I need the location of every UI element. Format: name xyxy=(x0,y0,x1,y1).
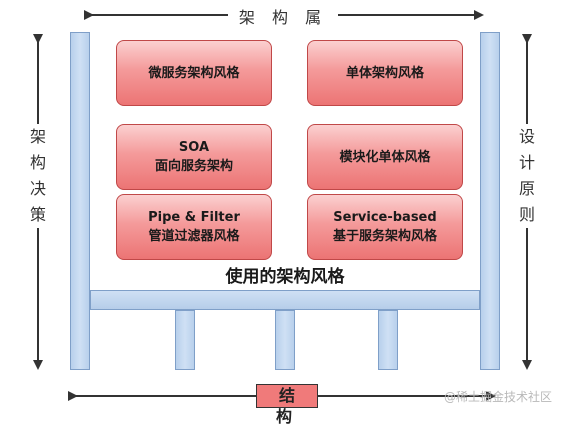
left-label-char: 构 xyxy=(29,153,46,172)
right-label-char: 则 xyxy=(518,205,535,224)
support-column xyxy=(378,310,398,370)
card-text: 基于服务架构风格 xyxy=(332,229,437,244)
architecture-decisions-label: 架 构 决 策 xyxy=(28,124,48,228)
style-card-pipe-filter: Pipe & Filter 管道过滤器风格 xyxy=(116,194,272,260)
left-label-char: 决 xyxy=(29,179,46,198)
card-text: SOA xyxy=(178,140,210,155)
support-column xyxy=(175,310,195,370)
right-label-char: 原 xyxy=(518,179,535,198)
card-text: 微服务架构风格 xyxy=(148,65,240,81)
style-card-soa: SOA 面向服务架构 xyxy=(116,124,272,190)
style-card-microservices: 微服务架构风格 xyxy=(116,40,272,106)
support-column xyxy=(275,310,295,370)
right-label-char: 设 xyxy=(518,127,535,146)
style-card-modular-monolith: 模块化单体风格 xyxy=(307,124,463,190)
card-text: Pipe & Filter xyxy=(148,210,240,225)
card-text: 单体架构风格 xyxy=(345,65,424,81)
card-text: 模块化单体风格 xyxy=(339,149,431,165)
watermark: @稀土掘金技术社区 xyxy=(444,390,553,404)
horizontal-beam xyxy=(90,290,480,310)
card-text: 面向服务架构 xyxy=(154,159,233,174)
style-card-service-based: Service-based 基于服务架构风格 xyxy=(307,194,463,260)
structure-label: 结 构 xyxy=(256,384,318,426)
design-principles-label: 设 计 原 则 xyxy=(517,124,537,228)
style-card-monolith: 单体架构风格 xyxy=(307,40,463,106)
styles-caption: 使用的架构风格 xyxy=(225,267,345,287)
right-label-char: 计 xyxy=(518,153,535,172)
left-pillar xyxy=(70,32,90,370)
card-text: 管道过滤器风格 xyxy=(148,229,240,244)
left-label-char: 架 xyxy=(29,127,46,146)
right-pillar xyxy=(480,32,500,370)
card-text: Service-based xyxy=(333,210,437,225)
left-label-char: 策 xyxy=(29,205,46,224)
